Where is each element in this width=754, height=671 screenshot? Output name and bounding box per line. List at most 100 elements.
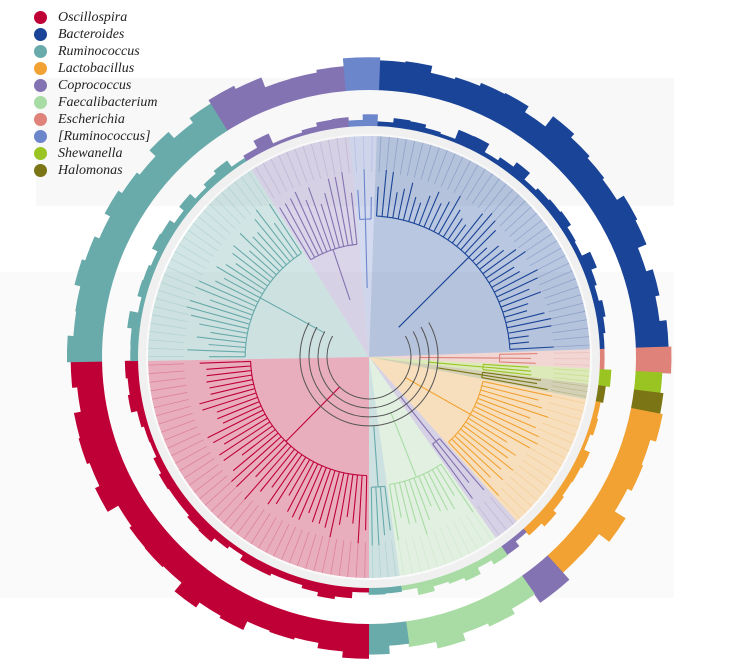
inner-ring-bar-oscillospira	[143, 424, 154, 443]
legend-label: Faecalibacterium	[58, 95, 158, 110]
clade-sector-faecalibacterium	[369, 357, 496, 576]
inner-ring-bar-oscillospira	[136, 409, 149, 428]
inner-ring-bar-oscillospira	[286, 573, 305, 586]
inner-ring-bar-oscillospira	[334, 585, 353, 599]
outer-ring-bar-ruminococcus	[73, 310, 106, 339]
tree-tip-lines-bacteroides	[378, 136, 590, 348]
inner-ring-bar-lactobacillus	[565, 463, 581, 483]
inner-ring-bar-ruminococcus	[160, 220, 179, 240]
tree-branch-ruminococcus	[186, 203, 325, 358]
inner-ring-bar-oscillospira	[317, 582, 337, 600]
inner-ring-bar-coprococcus	[272, 137, 289, 147]
outer-ring-bar-oscillospira	[219, 588, 258, 631]
outer-ring-bar-oscillospira	[95, 472, 140, 512]
inner-ring-bar-bacteroides	[495, 157, 514, 174]
inner-ring-bars	[124, 114, 612, 600]
inner-ring-bar-oscillospira	[153, 455, 168, 474]
clade-sector-ruminococcus	[147, 169, 369, 361]
inner-ring-bar-bacteroides	[508, 162, 531, 184]
outer-ring-bar-lactobacillus	[606, 455, 644, 491]
inner-ring-bar-ruminococcus	[362, 114, 378, 127]
tree-branch-oscillospira	[199, 360, 368, 544]
legend-swatch	[34, 28, 47, 41]
tree-branches	[147, 135, 591, 579]
tree-branch-ruminococcus	[357, 169, 372, 289]
tree-branch-lactobacillus	[405, 377, 552, 496]
inner-ring-bar-bacteroides	[553, 211, 572, 231]
outer-ring-bar-faecalibacterium	[430, 609, 466, 649]
legend-item-ruminococcus: Ruminococcus	[34, 43, 158, 60]
outer-ring-bar-oscillospira	[144, 530, 182, 568]
inner-ring-bar-ruminococcus	[368, 587, 386, 595]
outer-ring-bar-oscillospira	[73, 406, 113, 439]
inner-ring-bar-coprococcus	[316, 119, 334, 132]
clade-sector-shewanella	[369, 357, 590, 384]
outer-ring-bar-ruminococcus	[173, 122, 210, 159]
inner-ring-bar-ruminococcus	[384, 585, 402, 594]
inner-ring-bar-ruminococcus	[231, 157, 247, 170]
legend-label: Lactobacillus	[58, 61, 135, 76]
outer-ring-bar-bacteroides	[606, 219, 647, 257]
legend-swatch	[34, 11, 47, 24]
inner-ring-bar-escherichia	[599, 348, 605, 370]
inner-ring-bar-lactobacillus	[586, 417, 599, 436]
outer-ring-bar-bacteroides	[447, 77, 481, 111]
outer-ring-bar-shewanella	[633, 370, 663, 394]
outer-ring-bar-halomonas	[630, 389, 664, 415]
outer-ring-bar-oscillospira	[89, 451, 129, 487]
outer-ring-bar-coprococcus	[234, 77, 274, 119]
inner-ring-bar-oscillospira	[270, 567, 290, 581]
inner-ring-bar-bacteroides	[562, 226, 576, 245]
inner-ring-bar-oscillospira	[127, 393, 145, 413]
inner-ring-bar-bacteroides	[596, 316, 606, 334]
inner-ring-bar-ruminococcus	[150, 250, 163, 269]
legend-label: Halomonas	[58, 163, 123, 178]
outer-ring-bar-bacteroides	[624, 269, 660, 302]
inner-ring-bar-coprococcus	[253, 133, 275, 154]
outer-ring-bar-oscillospira	[269, 608, 301, 640]
outer-ring-bar-oscillospira	[342, 622, 369, 659]
outer-ring-bar-oscillospira	[117, 492, 152, 527]
inner-ring-bar-oscillospira	[301, 578, 321, 593]
outer-ring-bar-ruminococcus	[189, 103, 229, 144]
legend-item-ruminococcus: [Ruminococcus]	[34, 128, 158, 145]
outer-ring-bar-ruminococcus	[149, 131, 192, 175]
inner-ring-bar-bacteroides	[453, 129, 475, 149]
outer-ring-bar-escherichia	[635, 346, 672, 374]
inner-ring-bar-faecalibacterium	[400, 583, 418, 591]
inner-ring-bar-bacteroides	[577, 251, 597, 273]
inner-ring-bar-oscillospira	[178, 497, 196, 516]
outer-ring-bar-coprococcus	[521, 555, 570, 603]
legend-swatch	[34, 130, 47, 143]
legend-item-shewanella: Shewanella	[34, 145, 158, 162]
inner-ring-bar-coprococcus	[331, 117, 350, 129]
outer-ring-bar-oscillospira	[78, 429, 120, 465]
outer-ring-bar-coprococcus	[316, 66, 347, 95]
inner-ring-bar-ruminococcus	[142, 264, 156, 284]
inner-ring-bar-faecalibacterium	[446, 568, 465, 584]
inner-ring-bar-ruminococcus	[194, 187, 210, 202]
inner-ring-bar-bacteroides	[377, 121, 394, 128]
inner-ring-bar-oscillospira	[124, 360, 139, 379]
inner-ring-bar-bacteroides	[583, 269, 597, 288]
outer-ring-bar-faecalibacterium	[454, 600, 489, 634]
tree-tip-lines-faecalibacterium	[397, 510, 493, 576]
outer-ring-bar-ruminococcus	[139, 155, 175, 192]
legend-label: Ruminococcus	[58, 44, 140, 59]
tree-tip-lines-oscillospira	[148, 363, 366, 579]
inner-ring-bar-ruminococcus	[130, 344, 139, 362]
inner-ring-bar-coprococcus	[301, 126, 319, 136]
tree-branch-shewanella	[428, 361, 532, 376]
inner-ring-bar-bacteroides	[589, 285, 599, 303]
outer-ring-bar-oscillospira	[246, 599, 279, 631]
outer-ring-bar-lactobacillus	[580, 499, 626, 542]
inner-ring-bar-bacteroides	[408, 121, 427, 133]
inner-ring-bar-oscillospira	[198, 521, 220, 542]
inner-ring-bar-ruminococcus	[137, 296, 146, 314]
outer-ring-bar-coprococcus	[290, 72, 322, 101]
inner-ring-bar-bacteroides	[482, 151, 499, 165]
inner-ring-bar-bacteroides	[543, 199, 561, 218]
inner-ring-bar-bacteroides	[520, 179, 537, 194]
outer-ring-bar-bacteroides	[594, 195, 638, 236]
legend-swatch	[34, 45, 47, 58]
